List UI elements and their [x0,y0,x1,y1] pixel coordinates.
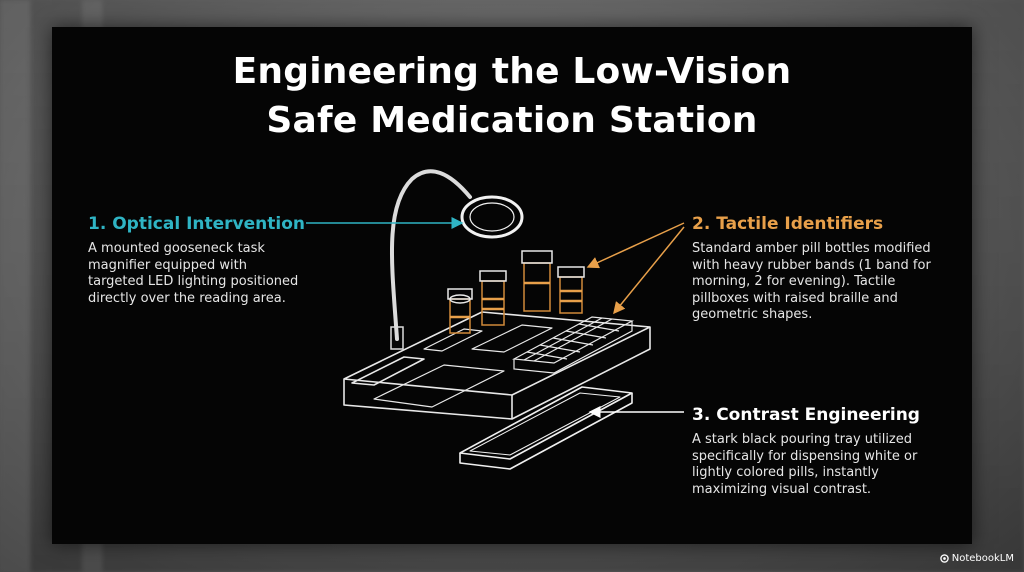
callout-body: A mounted gooseneck task magnifier equip… [88,241,299,306]
callout-body: A stark black pouring tray utilized spec… [692,432,918,497]
callout-heading: 3. Contrast Engineering [692,405,920,425]
pouring-tray [459,386,633,470]
notebooklm-watermark: NotebookLM [939,553,1014,564]
slide: Engineering the Low-Vision Safe Medicati… [52,27,972,544]
gooseneck-arm [389,169,472,350]
callout-optical-intervention: 1. Optical Intervention A mounted goosen… [88,214,305,307]
arrow-tactile-bottles [586,222,685,269]
watermark-label: NotebookLM [951,553,1014,564]
callout-heading: 1. Optical Intervention [88,214,305,234]
callout-tactile-identifiers: 2. Tactile Identifiers Standard amber pi… [692,214,942,324]
medication-station-illustration [306,169,685,470]
braille-pillbox [511,316,635,374]
slide-title: Engineering the Low-Vision Safe Medicati… [52,47,972,145]
pill-bottle-1 [447,288,473,334]
pill-bottle-3 [521,250,553,312]
title-line-2: Safe Medication Station [266,100,758,141]
callout-contrast-engineering: 3. Contrast Engineering A stark black po… [692,405,942,498]
pill-bottle-4 [557,266,585,314]
pill-bottle-2 [479,270,507,326]
arrow-tactile-pillbox [613,226,685,315]
magnifier-lens [460,195,524,239]
amber-pill-bottles [447,250,585,334]
callout-body: Standard amber pill bottles modified wit… [692,241,931,322]
callout-heading: 2. Tactile Identifiers [692,214,884,234]
notebooklm-logo-icon [939,554,949,563]
title-line-1: Engineering the Low-Vision [232,51,792,92]
